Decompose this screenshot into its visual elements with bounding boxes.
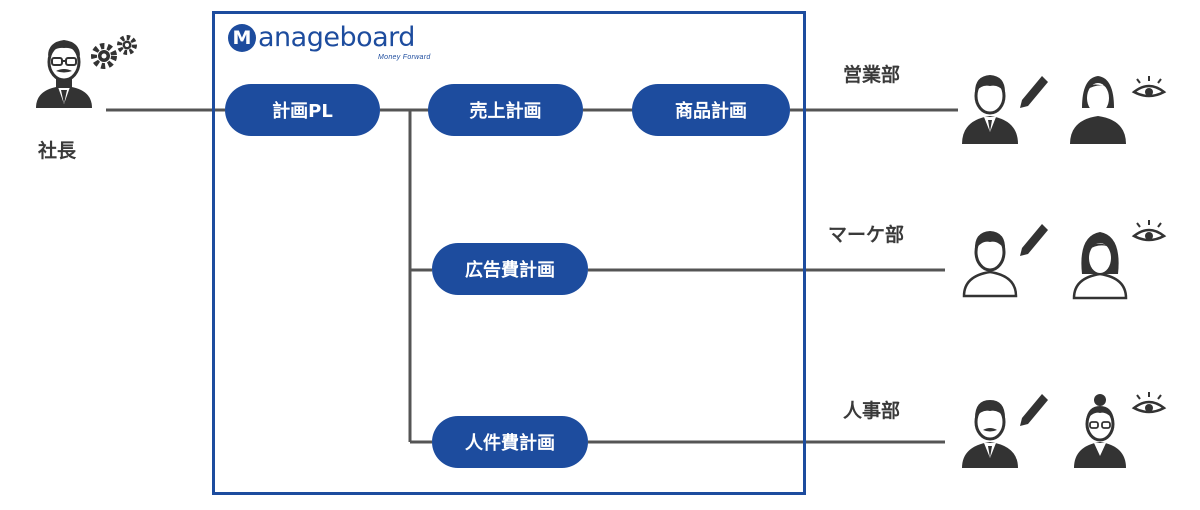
manageboard-logo: M anageboard Money Forward	[228, 20, 448, 68]
node-product-plan: 商品計画	[632, 84, 790, 136]
sales-viewer-person-icon	[1070, 76, 1126, 144]
sales-editor-person-icon	[962, 75, 1018, 144]
hr-eye-icon	[1131, 392, 1167, 414]
logo-wordmark: anageboard	[258, 22, 415, 53]
dept-sales-label: 営業部	[843, 64, 901, 86]
gears-icon	[91, 35, 137, 69]
marketing-eye-icon	[1131, 220, 1167, 242]
sales-pencil-icon	[1020, 76, 1048, 108]
sales-eye-icon	[1131, 76, 1167, 98]
hr-editor-person-icon	[962, 400, 1018, 468]
president-label: 社長	[38, 140, 77, 162]
marketing-pencil-icon	[1020, 224, 1048, 256]
hr-pencil-icon	[1020, 394, 1048, 426]
marketing-viewer-person-icon	[1072, 232, 1128, 300]
logo-sub: Money Forward	[378, 54, 431, 61]
hr-viewer-person-icon	[1074, 394, 1126, 468]
dept-marketing-label: マーケ部	[828, 224, 905, 246]
dept-hr-label: 人事部	[843, 400, 901, 422]
node-plan-pl: 計画PL	[225, 84, 380, 136]
node-personnel-cost-plan: 人件費計画	[432, 416, 588, 468]
node-sales-plan: 売上計画	[428, 84, 583, 136]
node-ad-cost-plan: 広告費計画	[432, 243, 588, 295]
marketing-editor-person-icon	[962, 231, 1018, 298]
manageboard-frame	[212, 11, 806, 495]
logo-initial: M	[228, 24, 256, 52]
president-icon	[36, 40, 92, 108]
